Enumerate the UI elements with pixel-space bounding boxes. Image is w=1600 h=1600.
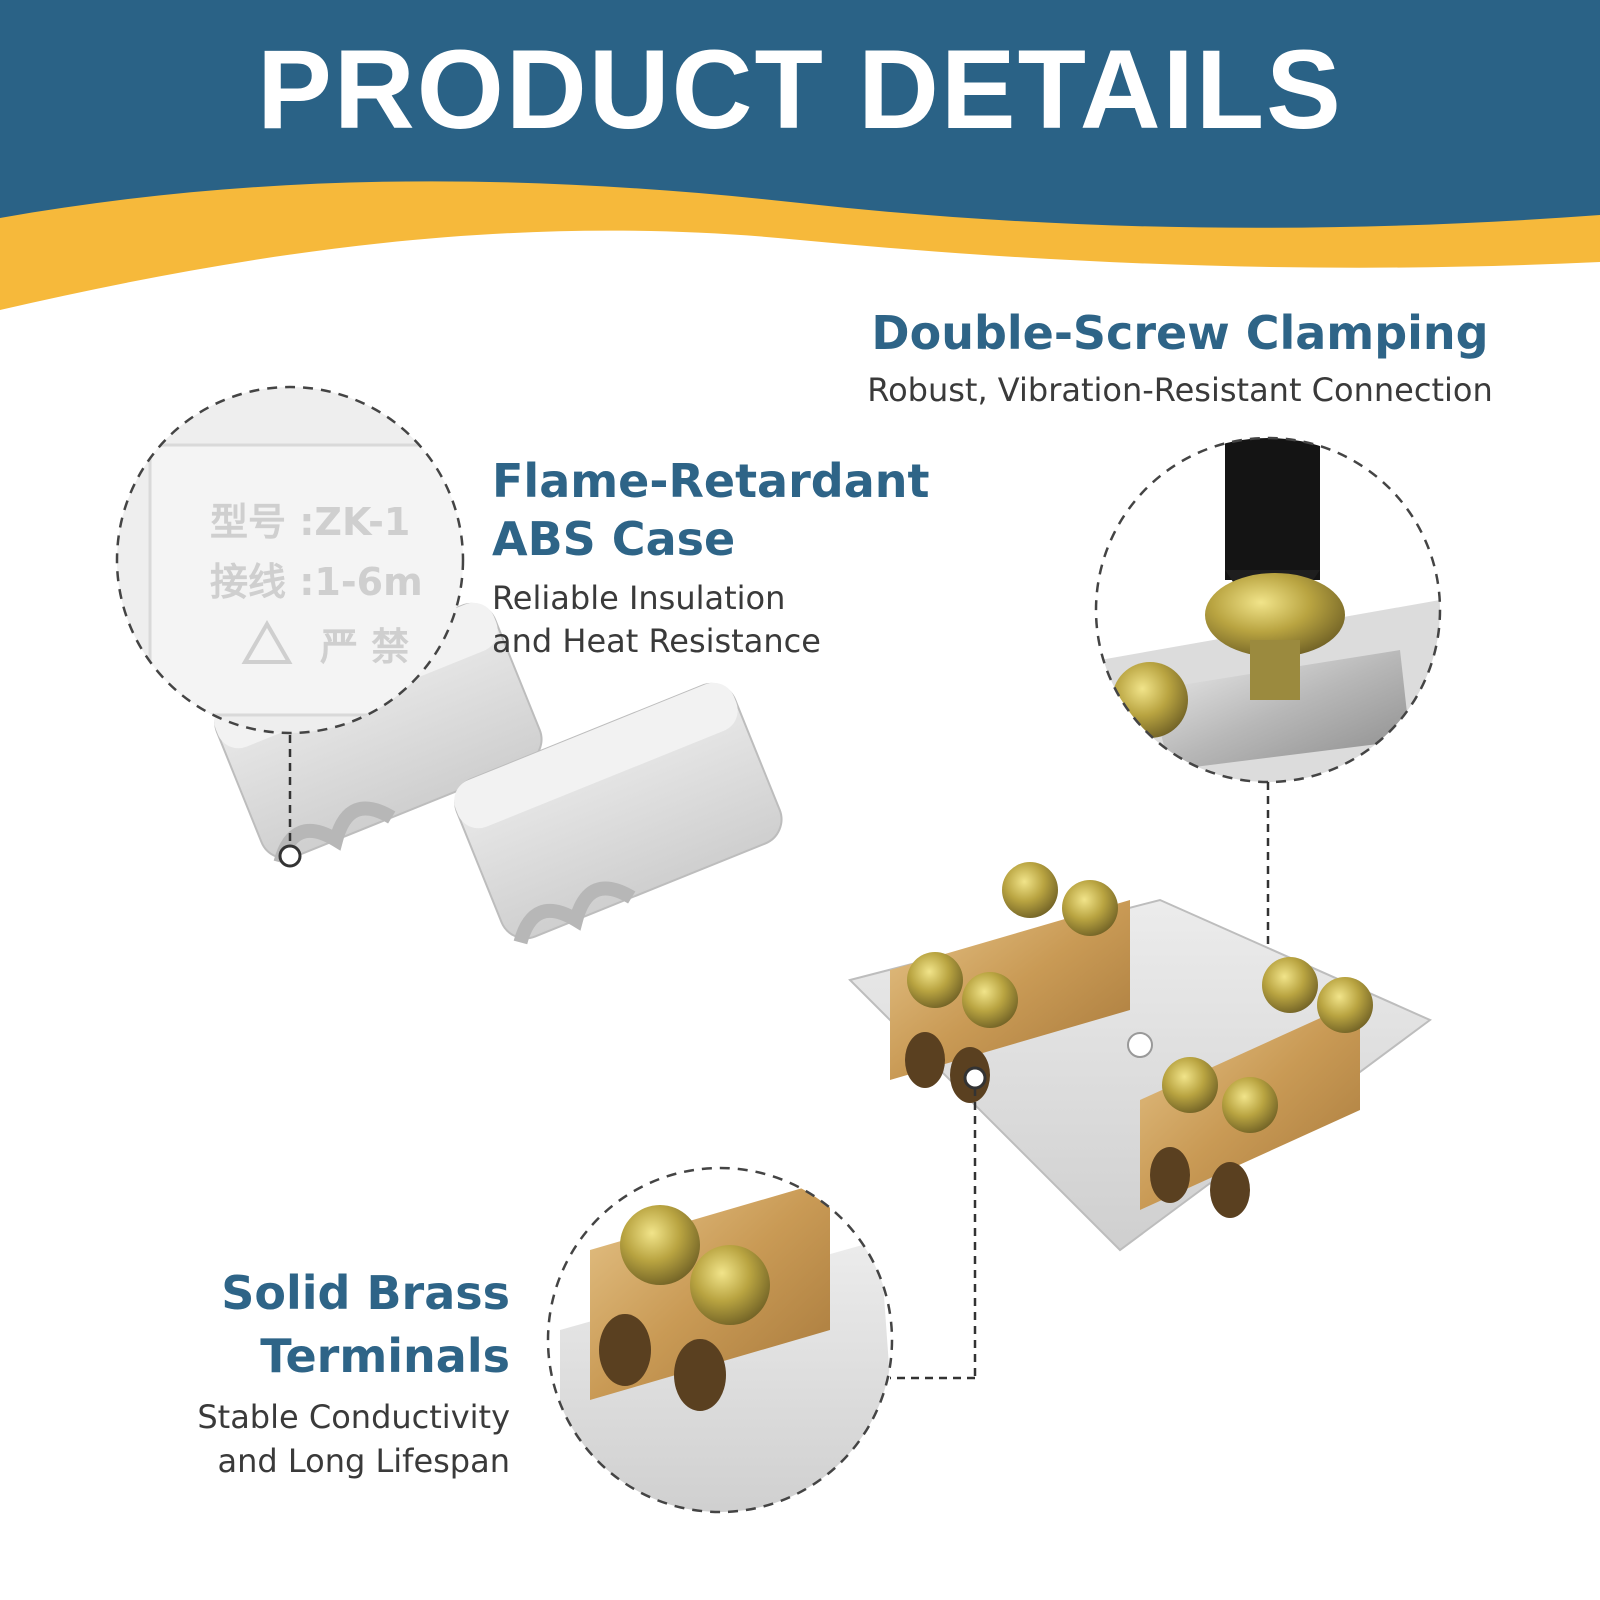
- brass-screws: [907, 862, 1373, 1133]
- banner-blue-band: [0, 0, 1600, 228]
- warning-triangle-icon: [241, 620, 293, 664]
- connector-block: [848, 862, 1432, 1252]
- case-label-model: 型号 :ZK-1: [210, 500, 410, 544]
- feature-subtitle-double-screw: Robust, Vibration-Resistant Connection: [867, 371, 1493, 409]
- feature-subtitle-flame-line2: and Heat Resistance: [492, 622, 821, 660]
- feature-subtitle-brass-line1: Stable Conductivity: [197, 1398, 510, 1436]
- feature-title-flame-line2: ABS Case: [492, 512, 736, 566]
- case-label-wiring: 接线 :1-6m: [210, 560, 423, 604]
- feature-title-brass-line2: Terminals: [260, 1329, 510, 1383]
- header-banner: [0, 0, 1600, 310]
- feature-title-brass-line1: Solid Brass: [221, 1266, 510, 1320]
- page-title: PRODUCT DETAILS: [257, 27, 1343, 152]
- zoom-circle-case: 型号 :ZK-1 接线 :1-6m 严 禁: [117, 387, 463, 733]
- feature-subtitle-brass-line2: and Long Lifespan: [217, 1442, 510, 1480]
- zoom-circle-screw: [1096, 438, 1440, 782]
- case-cover-right: [454, 682, 783, 945]
- case-label-warning: 严 禁: [320, 625, 409, 669]
- feature-subtitle-flame-line1: Reliable Insulation: [492, 579, 786, 617]
- banner-yellow-wave: [0, 179, 1600, 310]
- zoom-circle-brass: [548, 1168, 892, 1512]
- feature-title-double-screw: Double-Screw Clamping: [871, 306, 1489, 360]
- feature-title-flame-line1: Flame-Retardant: [492, 454, 930, 508]
